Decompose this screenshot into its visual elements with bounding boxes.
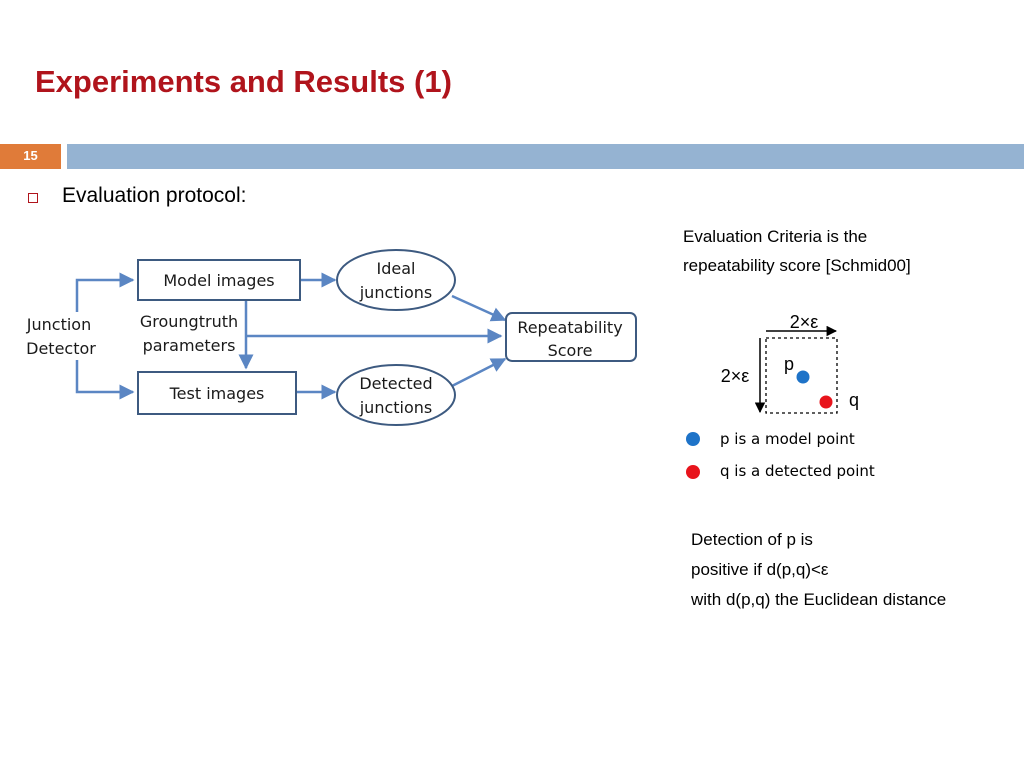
ideal-junctions-line2: junctions (359, 283, 433, 302)
criteria-text: Evaluation Criteria is the repeatability… (683, 222, 911, 280)
repeatability-line1: Repeatability (517, 318, 622, 337)
groundtruth-line2: parameters (143, 336, 236, 355)
page-number: 15 (0, 144, 61, 169)
test-images-box (137, 371, 297, 415)
slide-title: Experiments and Results (1) (35, 64, 452, 99)
p-label: p (784, 354, 794, 374)
groundtruth-line1: Groungtruth (140, 312, 238, 331)
detection-text: Detection of p is positive if d(p,q)<ε w… (691, 525, 946, 615)
arrow-detected-to-score (451, 357, 507, 388)
arrow-detector-to-test (75, 360, 135, 400)
ideal-junctions-ellipse (336, 249, 456, 311)
detected-junctions-line1: Detected (359, 374, 432, 393)
detected-junctions-ellipse (336, 364, 456, 426)
ideal-junctions-line1: Ideal (377, 259, 416, 278)
detection-line: positive if d(p,q)<ε (691, 560, 829, 579)
legend-model-point-icon (686, 432, 700, 446)
q-detected-point (819, 395, 833, 409)
legend-detected-point-icon (686, 465, 700, 479)
flow-arrows (75, 272, 507, 400)
junction-detector-line2: Detector (26, 339, 96, 358)
model-images-label: Model images (163, 271, 274, 290)
arrow-detector-to-model (75, 272, 135, 312)
bullet-text: Evaluation protocol: (62, 184, 247, 207)
arrow-ideal-to-score (451, 294, 507, 322)
q-label: q (849, 390, 859, 410)
header-bar (67, 144, 1024, 169)
height-label: 2×ε (721, 366, 750, 386)
junction-detector-line1: Junction (26, 315, 91, 334)
repeatability-line2: Score (548, 341, 593, 360)
bullet-square-icon (28, 193, 38, 203)
legend-model-point: p is a model point (720, 430, 855, 448)
legend-detected-point: q is a detected point (720, 462, 875, 480)
criteria-line: Evaluation Criteria is the (683, 227, 868, 246)
repeatability-box (505, 312, 637, 362)
p-model-point (796, 370, 810, 384)
test-images-label: Test images (169, 384, 265, 403)
model-images-box (137, 259, 301, 301)
detection-line: with d(p,q) the Euclidean distance (691, 590, 947, 609)
criteria-line: repeatability score [Schmid00] (683, 256, 911, 275)
detection-line: Detection of p is (691, 530, 813, 549)
detected-junctions-line2: junctions (359, 398, 433, 417)
width-label: 2×ε (790, 312, 819, 332)
tolerance-window (765, 337, 838, 414)
